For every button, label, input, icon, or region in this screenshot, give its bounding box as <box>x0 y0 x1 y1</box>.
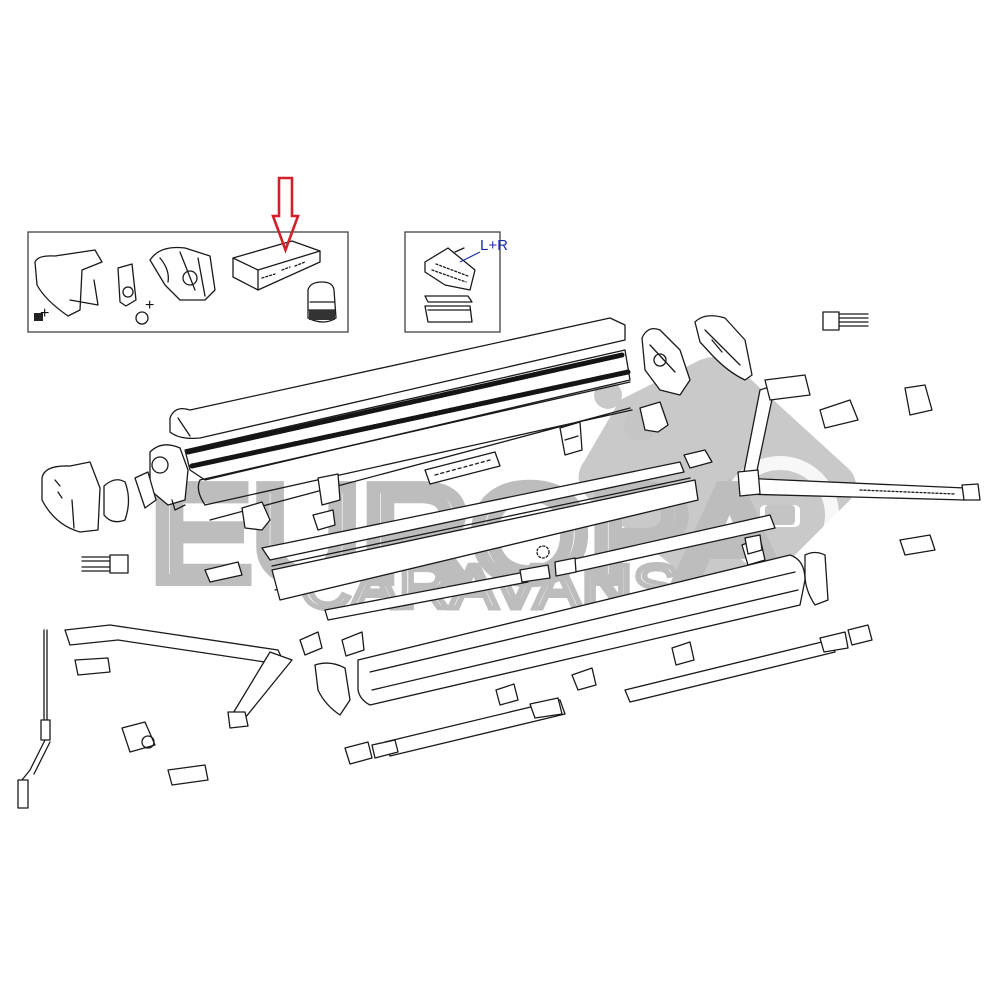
roller-tube <box>184 349 633 521</box>
support-arm-right <box>737 374 981 501</box>
bracket-kit-label: L+R <box>480 237 508 254</box>
svg-text:+: + <box>145 297 154 314</box>
lead-rail <box>324 514 776 621</box>
fork-connector-left <box>81 554 129 574</box>
motor-drive-unit-icon <box>149 246 216 301</box>
left-drive-housing <box>134 444 189 511</box>
support-arm-left <box>64 624 293 729</box>
right-side-small-parts <box>744 311 936 556</box>
fork-connector-right <box>822 311 869 331</box>
wall-bracket-center <box>241 401 669 531</box>
mount-bracket-icon <box>424 247 476 291</box>
right-end-cap <box>694 315 753 381</box>
inset-box-bracket-kit: L+R <box>404 231 508 333</box>
front-bar-upper <box>204 449 713 601</box>
inset-box-motor-kit: + + <box>27 231 349 333</box>
right-end-plate <box>641 327 691 396</box>
channel-profile-icon <box>424 305 473 323</box>
lower-rail-right <box>624 624 873 703</box>
control-unit-box-icon <box>232 240 321 291</box>
left-end-cap <box>41 461 130 533</box>
highlight-arrow-icon <box>271 176 300 254</box>
wall-bracket-left <box>121 721 209 786</box>
top-cover-profile <box>169 317 626 440</box>
svg-text:+: + <box>40 305 49 322</box>
spacer-strip-icon <box>424 295 473 303</box>
front-bar <box>299 537 829 716</box>
end-cap-cover-icon <box>34 249 103 317</box>
bracket-icon <box>117 263 137 307</box>
crank-handle <box>17 629 51 809</box>
connector-plug-icon <box>307 281 337 323</box>
lower-rail-left <box>344 667 597 765</box>
